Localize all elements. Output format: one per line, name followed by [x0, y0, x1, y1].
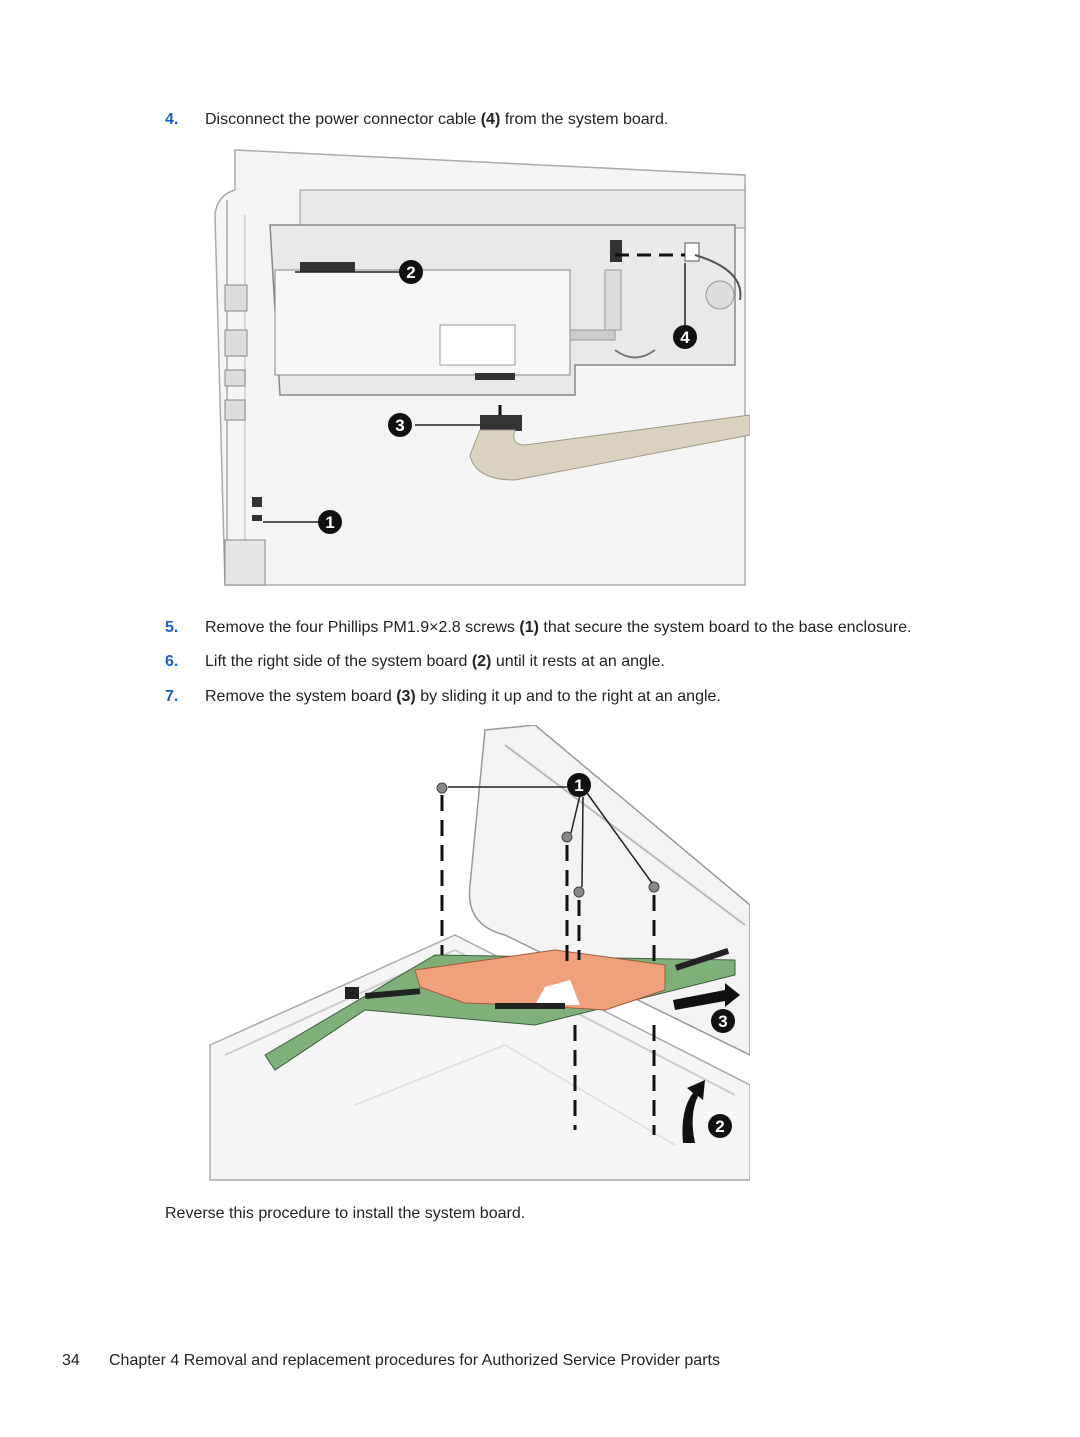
callout-1: 1 — [318, 510, 342, 534]
svg-text:4: 4 — [680, 328, 690, 347]
step-text: Remove the system board (3) by sliding i… — [205, 688, 721, 705]
step-number: 6. — [165, 653, 179, 670]
figure-system-board-removal: 1 3 2 — [209, 725, 750, 1181]
step-text: Remove the four Phillips PM1.9×2.8 screw… — [205, 619, 912, 636]
svg-text:2: 2 — [715, 1117, 724, 1136]
step-number: 5. — [165, 619, 179, 636]
step-number: 4. — [165, 111, 179, 128]
svg-text:3: 3 — [395, 416, 404, 435]
callout-2: 2 — [708, 1114, 732, 1138]
chapter-title: Chapter 4 Removal and replacement proced… — [109, 1352, 720, 1369]
page-number: 34 — [62, 1352, 80, 1369]
step-number: 7. — [165, 688, 179, 705]
step-text: Lift the right side of the system board … — [205, 653, 665, 670]
callout-4: 4 — [673, 325, 697, 349]
callout-2: 2 — [399, 260, 423, 284]
svg-text:3: 3 — [718, 1012, 727, 1031]
callout-1: 1 — [567, 773, 591, 797]
closing-paragraph: Reverse this procedure to install the sy… — [165, 1205, 526, 1222]
callout-3: 3 — [711, 1009, 735, 1033]
svg-text:1: 1 — [574, 776, 583, 795]
callout-3: 3 — [388, 413, 412, 437]
step-text: Disconnect the power connector cable (4)… — [205, 111, 669, 128]
figure-system-board-connectors: 2 4 3 1 — [214, 149, 750, 586]
svg-text:2: 2 — [406, 263, 415, 282]
svg-text:1: 1 — [325, 513, 334, 532]
